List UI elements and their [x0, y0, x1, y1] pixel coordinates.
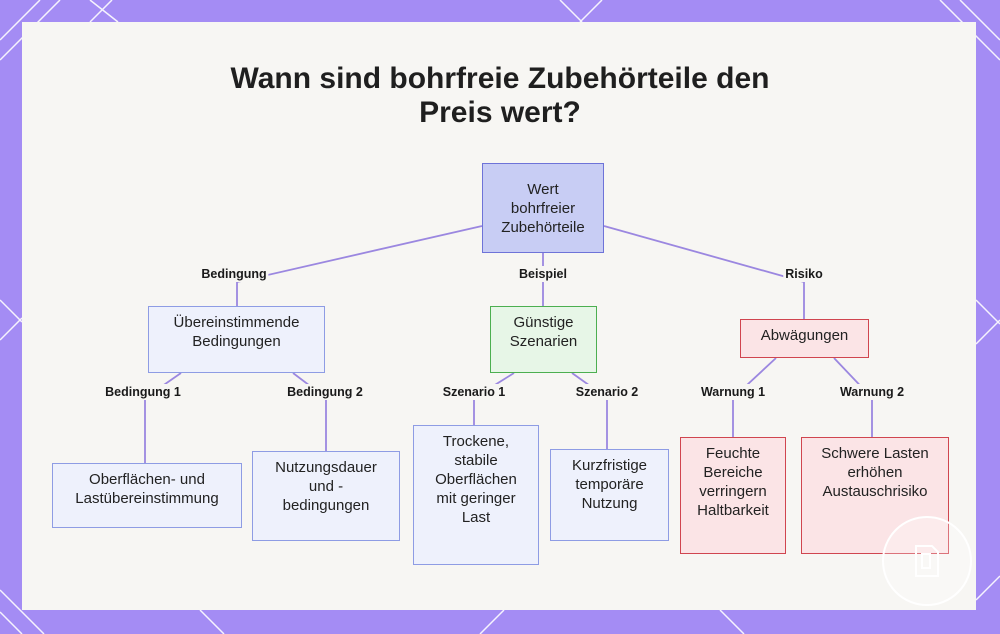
node-root: Wert bohrfreier Zubehörteile — [482, 163, 604, 253]
page-title: Wann sind bohrfreie Zubehörteile den Pre… — [230, 62, 770, 129]
node-tradeoffs: Abwägungen — [740, 319, 869, 358]
node-conditions: Übereinstimmende Bedingungen — [148, 306, 325, 373]
node-scenarios: Günstige Szenarien — [490, 306, 597, 373]
edge-label-example: Beispiel — [517, 266, 569, 282]
edge-label-scenario-2: Szenario 2 — [573, 384, 641, 400]
edge-label-condition: Bedingung — [199, 266, 269, 282]
edge-label-risk: Risiko — [783, 266, 825, 282]
edge-label-condition-2: Bedingung 2 — [285, 384, 365, 400]
edge-label-warning-2: Warnung 2 — [837, 384, 907, 400]
document-logo-icon — [882, 516, 972, 606]
node-dry-surfaces: Trockene, stabile Oberflächen mit gering… — [413, 425, 539, 565]
node-duration: Nutzungsdauer und - bedingungen — [252, 451, 400, 541]
node-short-term: Kurzfristige temporäre Nutzung — [550, 449, 669, 541]
edge-root-tradeoffs — [603, 225, 805, 283]
edge-label-scenario-1: Szenario 1 — [440, 384, 508, 400]
node-surface-load: Oberflächen- und Lastübereinstimmung — [52, 463, 242, 528]
node-humid: Feuchte Bereiche verringern Haltbarkeit — [680, 437, 786, 554]
edge-label-warning-1: Warnung 1 — [698, 384, 768, 400]
edge-label-condition-1: Bedingung 1 — [103, 384, 183, 400]
edge-root-conditions — [236, 225, 483, 283]
